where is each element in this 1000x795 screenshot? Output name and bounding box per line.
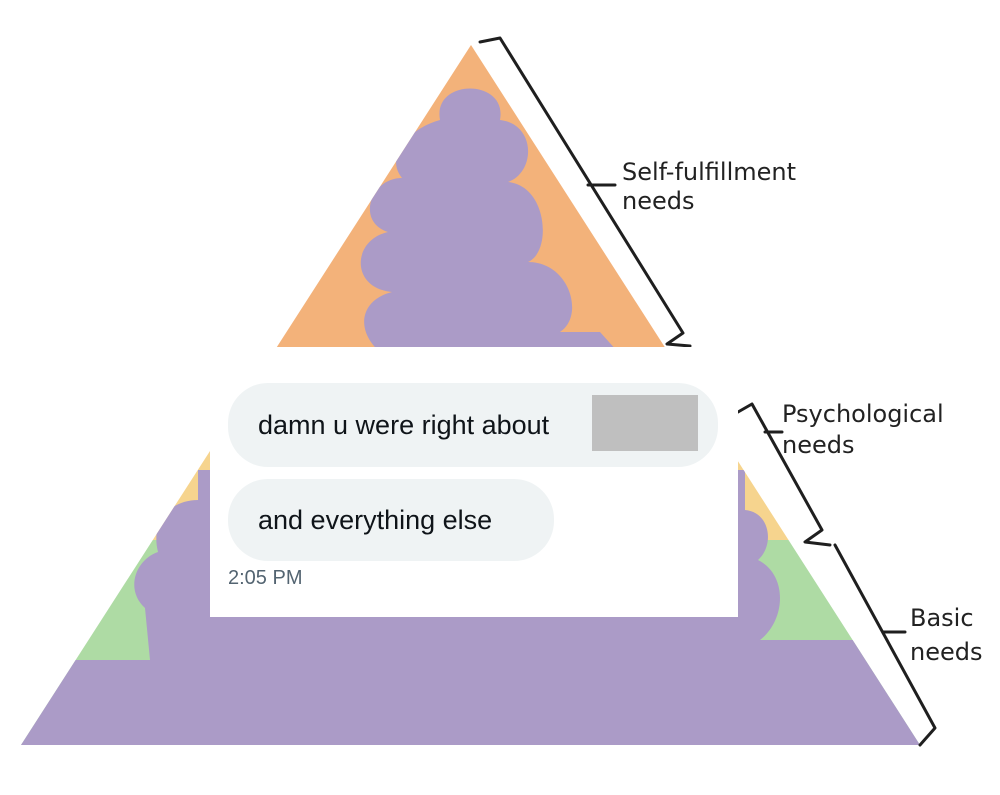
redaction-box: [592, 395, 698, 451]
message-bubble: and everything else: [228, 479, 554, 561]
label-basic-line2: needs: [910, 638, 982, 666]
bracket-self-fulfillment: [478, 36, 692, 348]
bracket-lines: [478, 36, 937, 747]
chat-screenshot-card: damn u were right about and everything e…: [210, 347, 738, 617]
label-psychological-line2: needs: [782, 431, 854, 459]
message-text: and everything else: [258, 505, 493, 535]
message-text: damn u were right about: [258, 410, 550, 440]
label-self-fulfillment-line2: needs: [622, 187, 694, 215]
bracket-psychological: [736, 402, 832, 547]
label-basic-line1: Basic: [910, 604, 974, 632]
bracket-basic: [833, 543, 937, 747]
pyramid-labels: Self-fulfillment needs Psychological nee…: [622, 158, 982, 666]
label-self-fulfillment-line1: Self-fulfillment: [622, 158, 796, 186]
message-timestamp: 2:05 PM: [228, 567, 303, 589]
label-psychological-line1: Psychological: [782, 400, 944, 428]
